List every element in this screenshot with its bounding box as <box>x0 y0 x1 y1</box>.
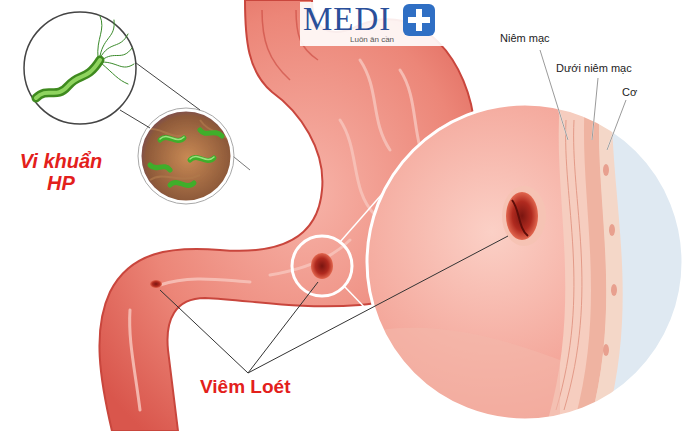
logo-text: MEDI <box>303 3 391 36</box>
layer-label: Cơ <box>622 86 637 98</box>
logo-tagline: Luôn ân cần <box>350 36 394 44</box>
layer-label: Dưới niêm mạc <box>556 62 632 74</box>
bacteria-label: Vi khuẩn HP <box>6 150 116 194</box>
ulcer-label: Viêm Loét <box>200 377 290 398</box>
layer-label: Niêm mạc <box>500 32 550 44</box>
